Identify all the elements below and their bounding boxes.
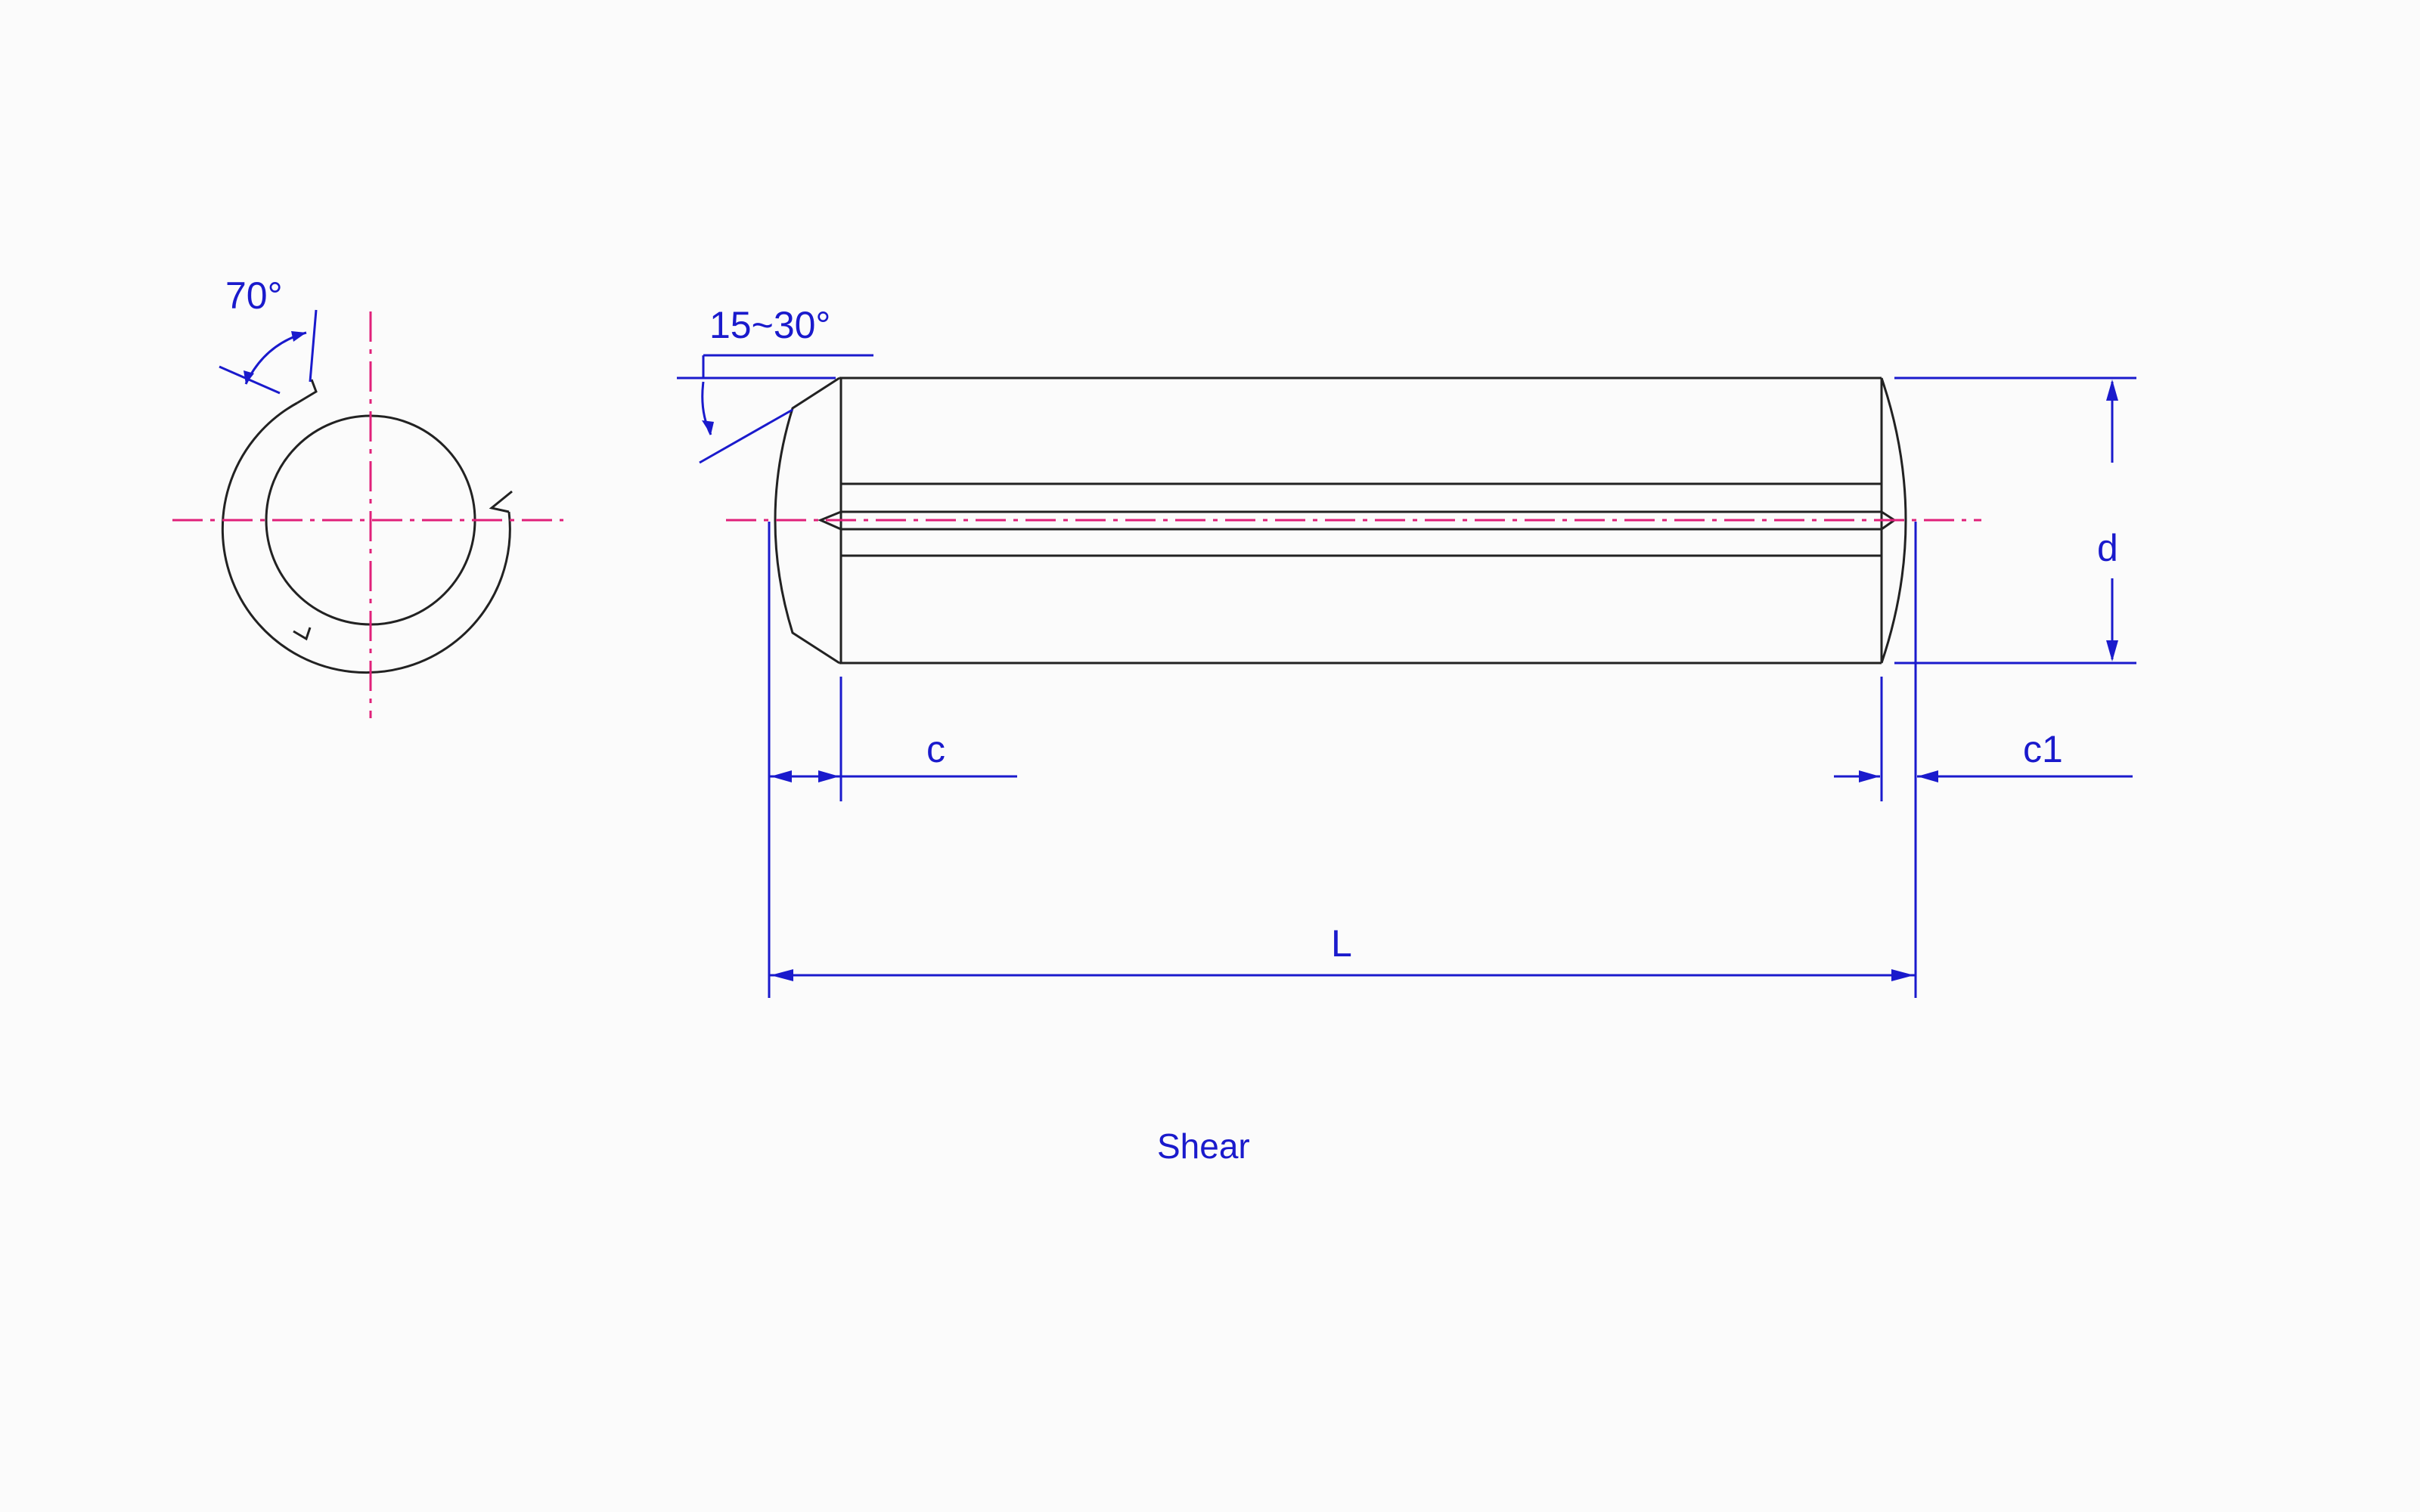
end-view: 70°	[172, 274, 563, 718]
chamfer-left-label: c	[926, 728, 945, 770]
end-view-slot-bottom	[489, 490, 513, 513]
slot-angle-arrow-b	[244, 370, 254, 384]
length-arrow-left	[771, 969, 793, 981]
chamfer-angle-extension-slant	[699, 408, 793, 464]
chamfer-right-arrow-a	[1859, 770, 1880, 782]
chamfer-right-label: c1	[2023, 728, 2063, 770]
chamfer-angle-label: 15~30°	[709, 304, 830, 346]
slot-angle-arrow-a	[291, 331, 306, 342]
chamfer-right-arrow-b	[1917, 770, 1938, 782]
length-arrow-right	[1891, 969, 1914, 981]
pin-left-end	[774, 376, 840, 665]
diameter-label: d	[2097, 527, 2118, 569]
pin-slot-left-tip	[818, 510, 842, 531]
slot-angle-extension-b	[219, 365, 281, 395]
side-view: 15~30° d c c1 L	[677, 304, 2136, 998]
slot-angle-extension-a	[309, 309, 318, 383]
chamfer-left-arrow-a	[771, 770, 792, 782]
slot-angle-arc	[244, 331, 307, 385]
pin-right-end	[1880, 377, 1907, 664]
length-label: L	[1331, 922, 1352, 965]
slot-angle-label: 70°	[225, 274, 283, 317]
diameter-arrow-top	[2106, 380, 2118, 401]
end-view-slot-top	[296, 379, 318, 404]
end-view-outer-ring	[221, 401, 511, 674]
chamfer-angle-arrow	[702, 420, 714, 435]
end-view-lower-notch	[293, 627, 312, 641]
diameter-arrow-bottom	[2106, 640, 2118, 662]
chamfer-left-arrow-b	[818, 770, 839, 782]
drawing-caption: Shear	[1157, 1126, 1250, 1166]
